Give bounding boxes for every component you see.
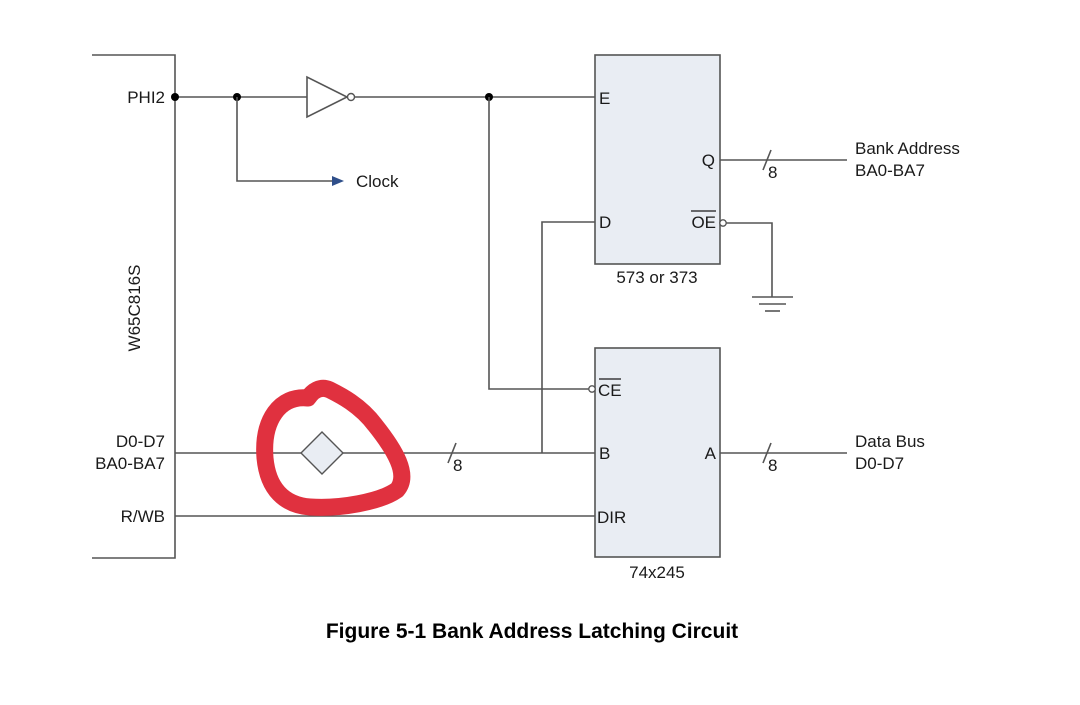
d-input-wire xyxy=(541,221,595,453)
cpu-name: W65C816S xyxy=(125,265,144,352)
inverter-icon xyxy=(306,75,349,119)
bus-slash xyxy=(762,442,772,464)
pin-phi2-label: PHI2 xyxy=(127,88,165,107)
pin-data-label: D0-D7 xyxy=(116,432,165,451)
ce-bubble xyxy=(588,385,596,393)
data-bus-range: D0-D7 xyxy=(855,454,904,473)
bank-address-range: BA0-BA7 xyxy=(855,161,925,180)
transceiver-pin-ce: CE xyxy=(598,381,622,400)
latch-pin-oe: OE xyxy=(691,213,716,232)
latch-body xyxy=(594,54,721,265)
data-bus-label: Data Bus xyxy=(855,432,925,451)
clock-arrow-icon xyxy=(332,176,344,186)
transceiver-pin-dir: DIR xyxy=(597,508,626,527)
latch-pin-e: E xyxy=(599,89,610,108)
cpu-block: W65C816S PHI2 D0-D7 BA0-BA7 R/WB xyxy=(92,54,176,559)
bank-bus-width: 8 xyxy=(768,163,777,182)
bus-slash xyxy=(447,442,457,464)
data-bus-width: 8 xyxy=(768,456,777,475)
latch-pin-d: D xyxy=(599,213,611,232)
cpu-outline xyxy=(92,54,176,559)
cpu-bus-net: 8 xyxy=(175,431,595,517)
clock-label: Clock xyxy=(356,172,399,191)
pin-rwb-label: R/WB xyxy=(121,507,165,526)
bus-slash xyxy=(762,149,772,171)
latch-pin-q: Q xyxy=(702,151,715,170)
oe-bubble xyxy=(719,219,727,227)
bank-address-label: Bank Address xyxy=(855,139,960,158)
latch-part-label: 573 or 373 xyxy=(616,268,697,287)
annotation-circle xyxy=(256,379,411,516)
inverter-bubble xyxy=(346,92,356,102)
cpu-bus-width: 8 xyxy=(453,456,462,475)
pin-bank-label: BA0-BA7 xyxy=(95,454,165,473)
oe-ground-wire xyxy=(726,222,773,297)
transceiver-chip: CE B A DIR 74x245 8 Data Bus D0-D7 xyxy=(588,347,925,582)
latch-chip: E D Q OE 573 or 373 8 Bank Address BA0-B… xyxy=(541,54,960,453)
transceiver-pin-a: A xyxy=(705,444,717,463)
clock-wire xyxy=(236,97,332,182)
junction-dot xyxy=(171,93,179,101)
diamond-icon xyxy=(300,431,344,475)
transceiver-part-label: 74x245 xyxy=(629,563,685,582)
transceiver-pin-b: B xyxy=(599,444,610,463)
figure-caption: Figure 5-1 Bank Address Latching Circuit xyxy=(326,620,738,643)
ce-wire xyxy=(488,97,590,390)
phi2-net: Clock xyxy=(171,75,595,390)
